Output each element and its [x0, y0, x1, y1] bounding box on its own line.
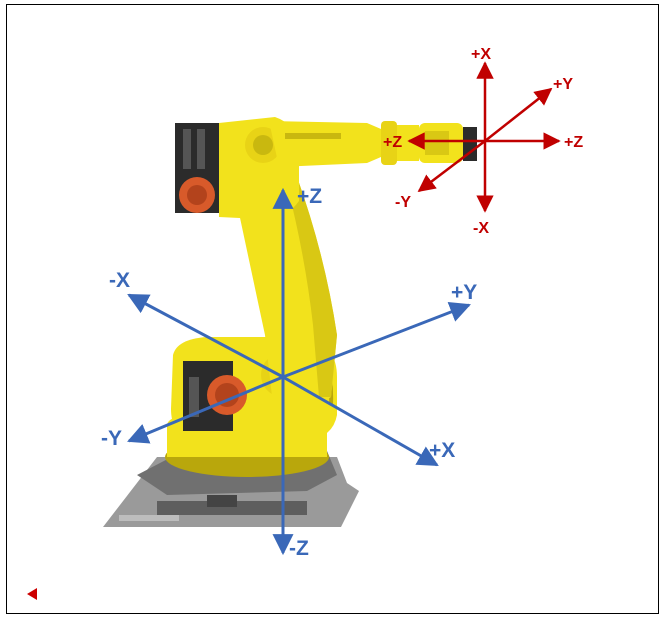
coordinate-diagram: +Z -Z -X +X +Y -Y +X -X +Z +Z +Y -Y: [101, 46, 583, 560]
triangle-left-icon[interactable]: [27, 588, 37, 600]
tool-label-nx: -X: [473, 220, 489, 237]
base-label-nz: -Z: [289, 537, 309, 560]
tool-label-ny: -Y: [395, 194, 411, 211]
base-label-nx: -X: [109, 269, 130, 292]
tool-label-pz: +Z: [564, 134, 583, 151]
base-label-py: +Y: [451, 281, 477, 304]
robot-illustration: [103, 117, 477, 527]
base-axis-nx: [127, 293, 284, 379]
robot-forearm: [269, 121, 477, 167]
tool-axis-ny: [417, 140, 486, 193]
base-frame-axes: +Z -Z -X +X +Y -Y: [101, 185, 477, 560]
robot-main-arm: [233, 177, 337, 409]
base-label-px: +X: [429, 439, 455, 462]
slide-frame: +Z -Z -X +X +Y -Y +X -X +Z +Z +Y -Y: [6, 4, 659, 614]
base-label-pz: +Z: [297, 185, 322, 208]
base-axis-px: [282, 375, 439, 467]
base-axis-py: [282, 302, 471, 379]
tool-label-nz: +Z: [383, 134, 402, 151]
tool-label-py: +Y: [553, 76, 573, 93]
base-axis-ny: [127, 375, 284, 444]
tool-axis-py: [484, 87, 553, 142]
tool-label-px: +X: [471, 46, 491, 63]
tool-frame-axes: +X -X +Z +Z +Y -Y: [383, 46, 583, 237]
base-label-ny: -Y: [101, 427, 122, 450]
